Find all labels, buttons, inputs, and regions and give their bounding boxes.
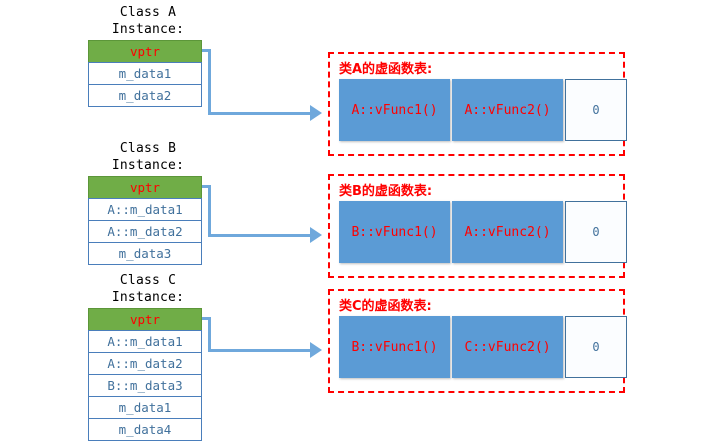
- class-c-row-vptr: vptr: [88, 308, 202, 331]
- class-c-instance-box: vptr A::m_data1 A::m_data2 B::m_data3 m_…: [88, 308, 202, 441]
- vtable-b-label: 类B的虚函数表:: [339, 184, 433, 199]
- vtable-a-cells: A::vFunc1() A::vFunc2() 0: [339, 79, 627, 141]
- class-a-row-m-data1: m_data1: [88, 62, 202, 85]
- class-a-row-vptr: vptr: [88, 40, 202, 63]
- arrowhead-a: [310, 105, 322, 121]
- class-b-row-a-m-data1: A::m_data1: [88, 198, 202, 221]
- vtable-a-terminator: 0: [565, 79, 627, 141]
- vtable-b-cells: B::vFunc1() A::vFunc2() 0: [339, 201, 627, 263]
- vtable-c-entry-1: C::vFunc2(): [452, 316, 563, 378]
- class-c-row-a-m-data2: A::m_data2: [88, 352, 202, 375]
- vtable-a-entry-1: A::vFunc2(): [452, 79, 563, 141]
- vtable-group-class-b: 类B的虚函数表: B::vFunc1() A::vFunc2() 0: [328, 174, 627, 278]
- class-b-row-m-data3: m_data3: [88, 242, 202, 265]
- class-b-instance-box: vptr A::m_data1 A::m_data2 m_data3: [88, 176, 202, 265]
- class-b-row-vptr: vptr: [88, 176, 202, 199]
- class-c-row-a-m-data1: A::m_data1: [88, 330, 202, 353]
- vtable-a-label: 类A的虚函数表:: [339, 62, 433, 77]
- vtable-c-terminator: 0: [565, 316, 627, 378]
- vtable-group-class-c: 类C的虚函数表: B::vFunc1() C::vFunc2() 0: [328, 289, 627, 393]
- vtable-b-entry-1: A::vFunc2(): [452, 201, 563, 263]
- class-b-instance-title: Class B Instance:: [111, 141, 185, 173]
- arrowhead-c: [310, 342, 322, 358]
- class-c-row-m-data1: m_data1: [88, 396, 202, 419]
- vtable-b-terminator: 0: [565, 201, 627, 263]
- vtable-a-entry-0: A::vFunc1(): [339, 79, 450, 141]
- class-b-row-a-m-data2: A::m_data2: [88, 220, 202, 243]
- vtable-c-cells: B::vFunc1() C::vFunc2() 0: [339, 316, 627, 378]
- vtable-c-entry-0: B::vFunc1(): [339, 316, 450, 378]
- class-a-instance-box: vptr m_data1 m_data2: [88, 40, 202, 107]
- vtable-c-label: 类C的虚函数表:: [339, 299, 432, 314]
- class-c-row-m-data4: m_data4: [88, 418, 202, 441]
- class-c-instance-title: Class C Instance:: [111, 273, 185, 305]
- arrowhead-b: [310, 227, 322, 243]
- class-a-row-m-data2: m_data2: [88, 84, 202, 107]
- vtable-group-class-a: 类A的虚函数表: A::vFunc1() A::vFunc2() 0: [328, 52, 627, 156]
- vtable-b-entry-0: B::vFunc1(): [339, 201, 450, 263]
- class-a-instance-title: Class A Instance:: [111, 5, 185, 37]
- class-c-row-b-m-data3: B::m_data3: [88, 374, 202, 397]
